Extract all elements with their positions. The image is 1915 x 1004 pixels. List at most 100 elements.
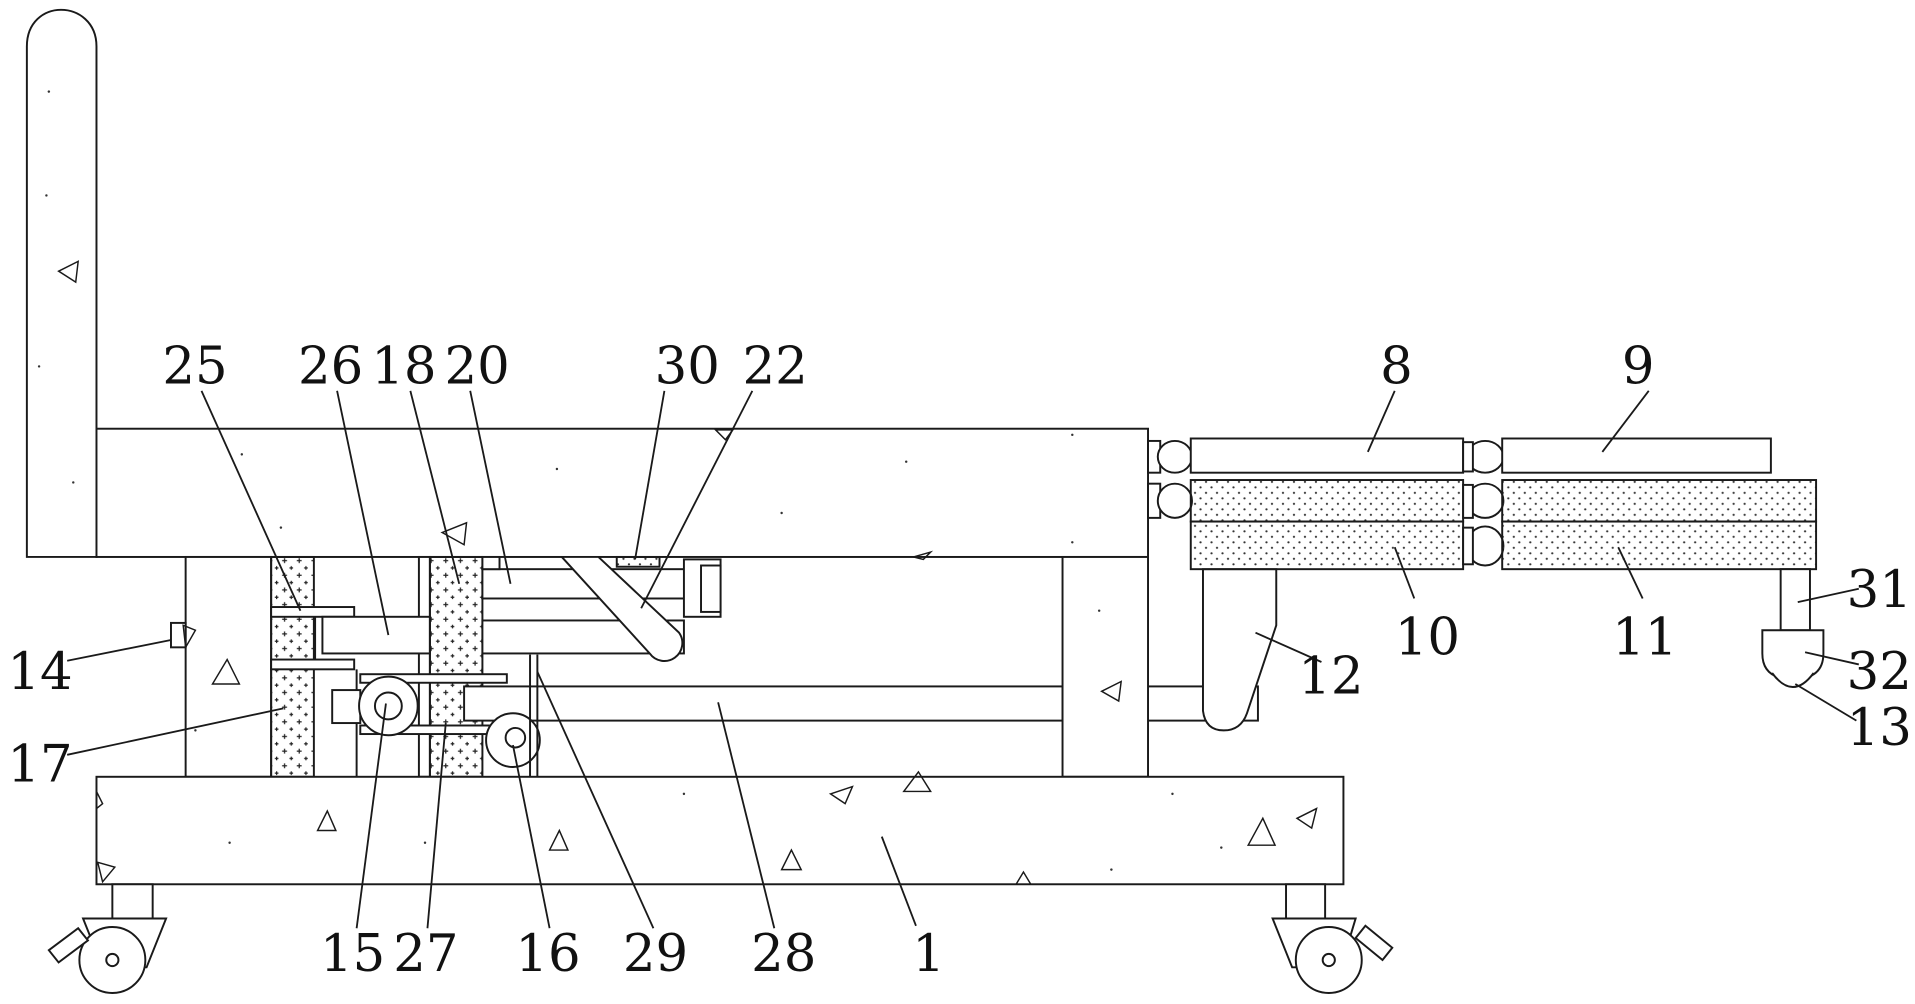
texture-triangle [1100, 680, 1123, 703]
leader-31 [1797, 587, 1860, 604]
texture-triangle [95, 791, 104, 811]
texture-triangle [1295, 807, 1318, 830]
leader-27 [426, 722, 447, 929]
part-27-plate-upper [359, 673, 508, 684]
joint [1462, 441, 1474, 473]
right-post [1061, 555, 1150, 778]
part-25-bracket-upper [270, 606, 356, 618]
texture-triangle [828, 785, 854, 805]
part-9-board [1501, 437, 1772, 474]
label-1: 1 [912, 924, 945, 984]
left-caster-post [111, 883, 154, 920]
right-wheel-axle [1321, 952, 1336, 968]
label-12: 12 [1298, 647, 1363, 707]
texture-dot [1071, 433, 1074, 437]
texture-dot [904, 460, 908, 463]
leader-14 [66, 639, 172, 662]
left-brake-lever [47, 926, 90, 964]
backrest [25, 8, 98, 558]
part-20-mount [481, 555, 501, 571]
part-26-tube [321, 615, 431, 655]
label-8: 8 [1380, 337, 1413, 397]
part-11-board-upper [1501, 479, 1818, 523]
texture-dot [1220, 846, 1223, 849]
label-16: 16 [515, 924, 580, 984]
part-25-bracket-lower [270, 658, 356, 671]
part-18-panel [428, 555, 484, 778]
right-brake-lever [1354, 924, 1394, 962]
leader-11 [1617, 546, 1644, 599]
texture-triangle [316, 809, 337, 832]
texture-marks [37, 90, 1318, 886]
leader-32 [1804, 651, 1860, 666]
texture-triangle [440, 521, 468, 546]
leader-29 [536, 671, 655, 929]
leader-22 [640, 390, 754, 609]
leader-20 [469, 390, 512, 585]
leader-17 [66, 707, 284, 756]
texture-triangle [910, 550, 934, 561]
leader-9 [1601, 390, 1650, 453]
texture-triangle [1014, 870, 1033, 886]
part-16-hub [504, 726, 527, 749]
label-31: 31 [1847, 560, 1912, 620]
part-28-rod [463, 685, 1064, 722]
texture-dot [45, 194, 48, 197]
label-29: 29 [623, 924, 688, 984]
seat-board [95, 427, 1149, 558]
part-22-link [559, 555, 684, 662]
right-caster-post [1285, 883, 1327, 920]
texture-triangle [1246, 816, 1277, 846]
texture-dot [423, 841, 427, 844]
part-8-board [1189, 437, 1465, 474]
leader-10 [1393, 546, 1416, 599]
joint [1156, 482, 1193, 519]
texture-dot [47, 90, 51, 93]
texture-dot [1171, 792, 1174, 796]
label-18: 18 [371, 337, 436, 397]
texture-dot [555, 467, 559, 471]
texture-triangle [57, 260, 80, 284]
label-27: 27 [393, 924, 458, 984]
joint [1462, 526, 1474, 566]
label-14: 14 [7, 642, 72, 702]
leader-15 [355, 703, 387, 929]
left-post [184, 555, 273, 778]
texture-dot [682, 792, 686, 796]
label-13: 13 [1847, 698, 1912, 758]
part-14-switch [170, 621, 187, 649]
part-13-pad [1771, 672, 1815, 688]
part-10-board-upper [1189, 479, 1465, 523]
left-wheel-axle [105, 952, 120, 968]
leader-30 [634, 390, 666, 560]
part-15-hub [373, 691, 403, 721]
leader-13 [1794, 683, 1857, 722]
texture-dot [228, 841, 231, 844]
texture-dot [279, 526, 283, 529]
texture-triangle [902, 770, 932, 793]
texture-dot [37, 365, 41, 368]
label-32: 32 [1847, 642, 1912, 702]
part-11-board-lower [1501, 520, 1818, 571]
leader-28 [717, 702, 776, 929]
texture-triangle [548, 828, 570, 851]
bearing-block [331, 689, 362, 725]
joint [1462, 483, 1474, 519]
guide-rail [417, 555, 431, 778]
part-30-strip [615, 555, 661, 568]
label-20: 20 [445, 337, 510, 397]
label-26: 26 [298, 337, 363, 397]
label-22: 22 [743, 337, 808, 397]
label-28: 28 [751, 924, 816, 984]
label-17: 17 [7, 735, 72, 795]
leader-18 [409, 390, 461, 585]
leader-25 [200, 390, 302, 612]
texture-dot [780, 511, 783, 515]
label-25: 25 [162, 337, 227, 397]
part-labels: 25 26 18 20 30 22 8 9 14 17 12 10 11 31 … [7, 337, 1912, 984]
texture-triangle [211, 658, 241, 685]
joint [1156, 439, 1193, 474]
label-9: 9 [1622, 337, 1655, 397]
leader-16 [512, 744, 551, 929]
